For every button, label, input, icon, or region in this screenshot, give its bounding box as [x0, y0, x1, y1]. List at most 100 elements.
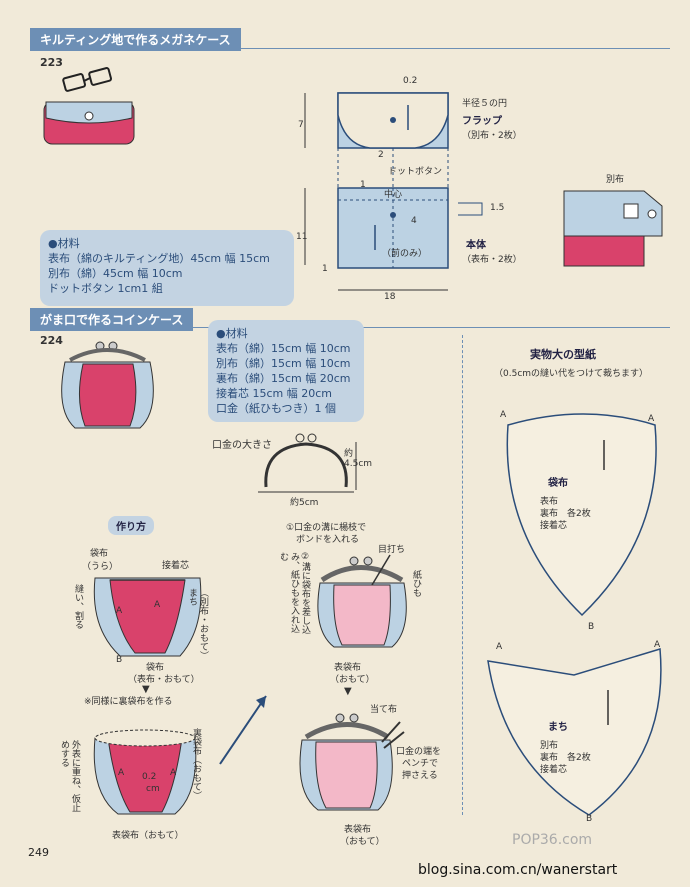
bag-a1: A	[500, 410, 507, 420]
material-item: 表布（綿のキルティング地）45cm 幅 15cm	[48, 252, 270, 265]
down-arrow-icon: ▼	[344, 686, 352, 697]
step1-diagram	[93, 577, 202, 657]
step3-note1: ①口金の溝に楊枝で	[286, 523, 367, 533]
bag-b: B	[588, 622, 595, 632]
case-3d-sketch	[563, 190, 663, 267]
logo-watermark: POP36.com	[512, 832, 593, 848]
label-1a: 1	[360, 180, 366, 190]
label-front-only: （前のみ）	[382, 249, 428, 259]
section1-rule	[30, 48, 670, 49]
sew-split-label: 縫い、割る	[73, 584, 83, 629]
glasses-case-illustration	[43, 67, 135, 145]
down-arrow-icon: ▼	[142, 684, 150, 695]
label-betsununo: 別布	[606, 175, 625, 185]
material-item: 口金（紙ひもつき）1 個	[216, 402, 337, 415]
flap-pattern-diagram	[304, 92, 483, 291]
label-7: 7	[298, 120, 304, 130]
height-label: 約4.5cm	[344, 449, 373, 469]
gusset-a2: A	[654, 640, 661, 650]
overlap-label: 外表に重ね、仮止めする	[59, 740, 80, 812]
outer-bag-label: 表袋布（おもて）	[112, 831, 184, 841]
kuchigane-frame-diagram	[258, 433, 357, 493]
howto-title: 作り方	[108, 516, 154, 535]
kuchigane-size-label: 口金の大きさ	[212, 440, 272, 451]
pad-label: 当て布	[370, 705, 398, 715]
label-flap: フラップ	[462, 116, 502, 127]
materials-box-224: ●材料 表布（綿）15cm 幅 10cm 別布（綿）15cm 幅 10cm 裏布…	[208, 320, 364, 422]
step2-d02: 0.2	[142, 772, 157, 782]
width-label: 約5cm	[290, 498, 319, 508]
section2-number: 224	[40, 334, 63, 347]
label-flap-sub: （別布・2枚）	[462, 131, 522, 141]
gusset-pattern-line3: 接着芯	[540, 765, 568, 775]
bag-pattern-shape	[506, 413, 657, 617]
gusset-pattern-name: まち	[548, 722, 568, 733]
paper-cord-label: 紙ひも	[411, 570, 421, 597]
step1-b: B	[116, 655, 123, 665]
material-item: ドットボタン 1cm1 組	[48, 282, 163, 295]
pattern-divider	[462, 335, 463, 815]
pliers-label-3: 押さえる	[402, 771, 438, 781]
step4-outer-label: 表袋布	[344, 825, 372, 835]
bag-back-label: 袋布（うら）	[82, 549, 119, 572]
next-step-arrow-icon	[219, 695, 267, 765]
label-02: 0.2	[403, 76, 418, 86]
bag-pattern-line2: 裏布 各2枚	[540, 509, 591, 519]
step4-outer-sub: （おもて）	[340, 837, 385, 847]
material-item: 接着芯 15cm 幅 20cm	[216, 387, 333, 400]
bag-a2: A	[648, 414, 655, 424]
label-center: 中心	[384, 190, 403, 200]
step1-a2: A	[154, 600, 161, 610]
label-radius: 半径５の円	[462, 99, 508, 109]
label-body: 本体	[466, 240, 486, 251]
step3-outer-sub: （おもて）	[330, 675, 375, 685]
page-number: 249	[28, 846, 49, 859]
gusset-a1: A	[496, 642, 503, 652]
step2-a1: A	[118, 768, 125, 778]
bag-pattern-line3: 接着芯	[540, 521, 568, 531]
bag-pattern-name: 袋布	[548, 478, 568, 489]
material-item: 別布（綿）45cm 幅 10cm	[48, 267, 183, 280]
pliers-label-1: 口金の端を	[396, 747, 442, 757]
section1-number: 223	[40, 56, 63, 69]
step3-note2: ②溝に袋布を差し込み、紙ひもを入れ込む	[278, 552, 310, 634]
step3-outer-label: 表袋布	[334, 663, 362, 673]
step4-diagram	[299, 713, 405, 811]
step2-diagram	[93, 729, 197, 815]
label-11: 11	[296, 232, 308, 242]
pattern-title: 実物大の型紙	[530, 348, 596, 361]
section1-title: キルティング地で作るメガネケース	[30, 28, 241, 51]
materials-title: ●材料	[216, 327, 248, 340]
pliers-label-2: ペンチで	[402, 759, 439, 769]
coin-purse-illustration	[61, 341, 154, 429]
materials-title: ●材料	[48, 237, 80, 250]
blog-watermark[interactable]: blog.sina.com.cn/wanerstart	[418, 862, 618, 878]
materials-box-223: ●材料 表布（綿のキルティング地）45cm 幅 15cm 別布（綿）45cm 幅…	[40, 230, 294, 306]
gusset-label: （別布・おもて）まち	[187, 588, 208, 660]
step3-note1b: ボンドを入れる	[296, 535, 360, 545]
label-dot-button: ドットボタン	[388, 167, 443, 177]
label-18: 18	[384, 292, 396, 302]
bag-front-sub: （表布・おもて）	[128, 675, 200, 685]
label-15: 1.5	[490, 203, 505, 213]
gusset-pattern-line1: 別布	[540, 741, 559, 751]
material-item: 別布（綿）15cm 幅 10cm	[216, 357, 351, 370]
bag-front-label: 袋布	[146, 663, 165, 673]
step2-a2: A	[170, 768, 177, 778]
label-1b: 1	[322, 264, 328, 274]
gusset-pattern-line2: 裏布 各2枚	[540, 753, 591, 763]
material-item: 表布（綿）15cm 幅 10cm	[216, 342, 351, 355]
glasses-icon	[62, 67, 113, 92]
label-4: 4	[411, 216, 417, 226]
eyelet-label: 目打ち	[378, 545, 406, 555]
section2-title: がま口で作るコインケース	[30, 308, 194, 331]
label-body-sub: （表布・2枚）	[462, 255, 522, 265]
step2-cm: cm	[146, 784, 160, 794]
note-lining: ※同様に裏袋布を作る	[84, 697, 173, 707]
material-item: 裏布（綿）15cm 幅 20cm	[216, 372, 351, 385]
label-2: 2	[378, 150, 384, 160]
step3-diagram	[317, 554, 407, 648]
lining-label: 裏袋布（おもて）	[191, 728, 201, 800]
gusset-b: B	[586, 814, 593, 824]
bag-pattern-line1: 表布	[540, 497, 559, 507]
